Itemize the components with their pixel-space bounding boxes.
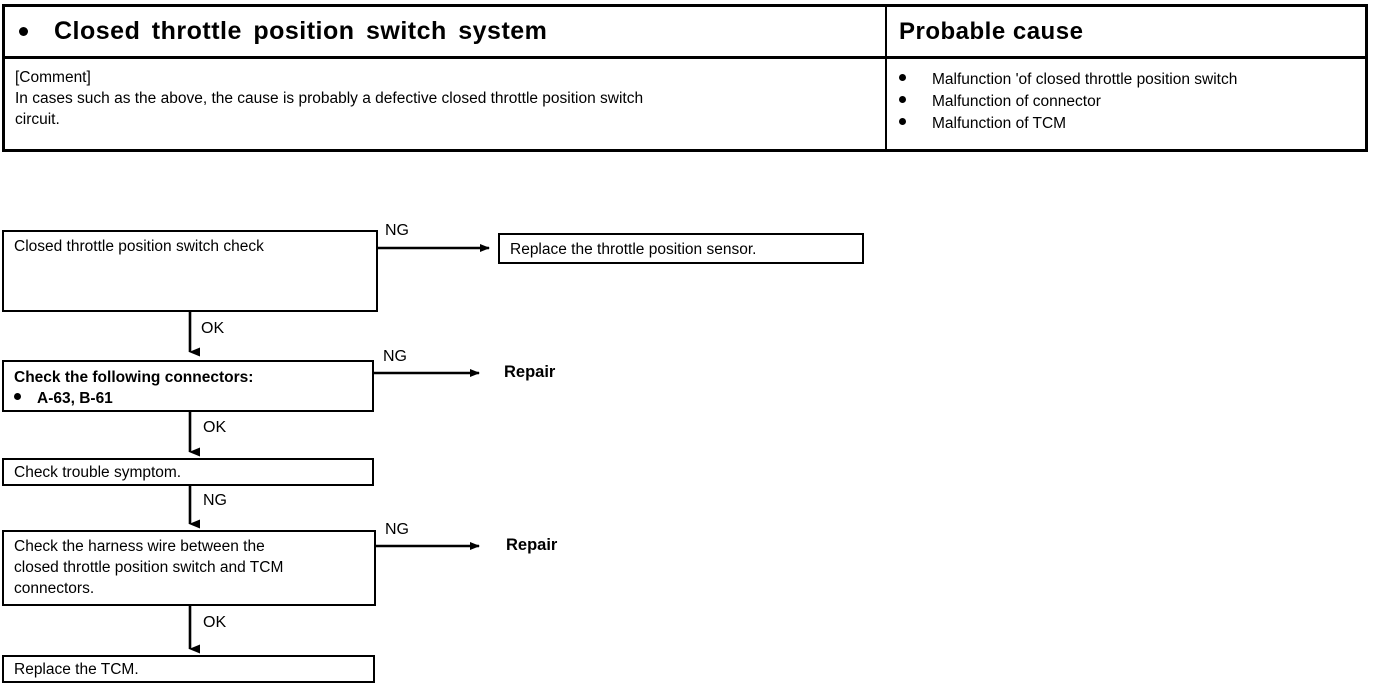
list-item: Malfunction of connector [899, 91, 1365, 113]
table-body-row: [Comment] In cases such as the above, th… [5, 59, 1365, 149]
edge-label-ok-1: OK [201, 320, 225, 337]
flowbox-check-switch[interactable]: Closed throttle position switch check [2, 230, 378, 312]
comment-label: [Comment] [15, 69, 91, 86]
probable-cause-title: Probable cause [887, 7, 1365, 56]
flowbox-replace-tcm-text: Replace the TCM. [14, 661, 139, 678]
system-title-text: Closed throttle position switch system [54, 17, 548, 45]
edge-label-ng-1: NG [385, 222, 409, 239]
flowbox-check-harness-line-3: connectors. [14, 580, 95, 597]
edge-label-ng-4: NG [385, 521, 409, 538]
fault-table: Closed throttle position switch system P… [2, 4, 1368, 152]
comment-cell: [Comment] In cases such as the above, th… [5, 59, 887, 149]
flowbox-check-symptom-text: Check trouble symptom. [14, 464, 182, 481]
flowbox-check-connectors-item: A-63, B-61 [37, 390, 113, 407]
comment-line-1: In cases such as the above, the cause is… [15, 90, 644, 107]
list-item: Malfunction 'of closed throttle position… [899, 69, 1365, 91]
comment-block: [Comment] In cases such as the above, th… [5, 59, 885, 130]
bullet-dot-icon [14, 393, 21, 400]
terminal-repair-1: Repair [504, 363, 556, 381]
edge-label-ng-3: NG [203, 492, 227, 509]
bullet-dot-icon [19, 27, 28, 36]
bullet-dot-icon [899, 118, 906, 125]
probable-cause-list: Malfunction 'of closed throttle position… [887, 59, 1365, 135]
flowbox-replace-sensor[interactable]: Replace the throttle position sensor. [498, 233, 864, 264]
probable-cause-cell: Malfunction 'of closed throttle position… [887, 59, 1365, 149]
flowbox-check-harness-line-2: closed throttle position switch and TCM [14, 559, 284, 576]
flowbox-check-connectors[interactable]: Check the following connectors: A-63, B-… [2, 360, 374, 412]
terminal-repair-2: Repair [506, 536, 558, 554]
cause-text: Malfunction of TCM [932, 115, 1067, 132]
cause-text: Malfunction of connector [932, 93, 1101, 110]
edge-label-ng-2: NG [383, 348, 407, 365]
edge-label-ok-3: OK [203, 614, 227, 631]
table-header-cell-system: Closed throttle position switch system [5, 7, 887, 56]
bullet-dot-icon [899, 74, 906, 81]
flowbox-check-harness-line-1: Check the harness wire between the [14, 538, 265, 555]
bullet-dot-icon [899, 96, 906, 103]
table-header-row: Closed throttle position switch system P… [5, 7, 1365, 59]
system-title: Closed throttle position switch system [5, 7, 885, 56]
flowbox-check-harness[interactable]: Check the harness wire between the close… [2, 530, 376, 606]
edge-label-ok-2: OK [203, 419, 227, 436]
probable-cause-title-text: Probable cause [899, 17, 1084, 45]
table-header-cell-cause: Probable cause [887, 7, 1365, 56]
flowbox-replace-sensor-text: Replace the throttle position sensor. [510, 241, 757, 258]
flowbox-replace-tcm[interactable]: Replace the TCM. [2, 655, 375, 683]
flowbox-check-symptom[interactable]: Check trouble symptom. [2, 458, 374, 486]
flowbox-check-connectors-item-row: A-63, B-61 [14, 388, 372, 409]
comment-line-2: circuit. [15, 111, 60, 128]
cause-text: Malfunction 'of closed throttle position… [932, 71, 1238, 88]
flowbox-check-connectors-title: Check the following connectors: [14, 369, 254, 386]
list-item: Malfunction of TCM [899, 113, 1365, 135]
flowbox-check-switch-text: Closed throttle position switch check [14, 238, 264, 255]
